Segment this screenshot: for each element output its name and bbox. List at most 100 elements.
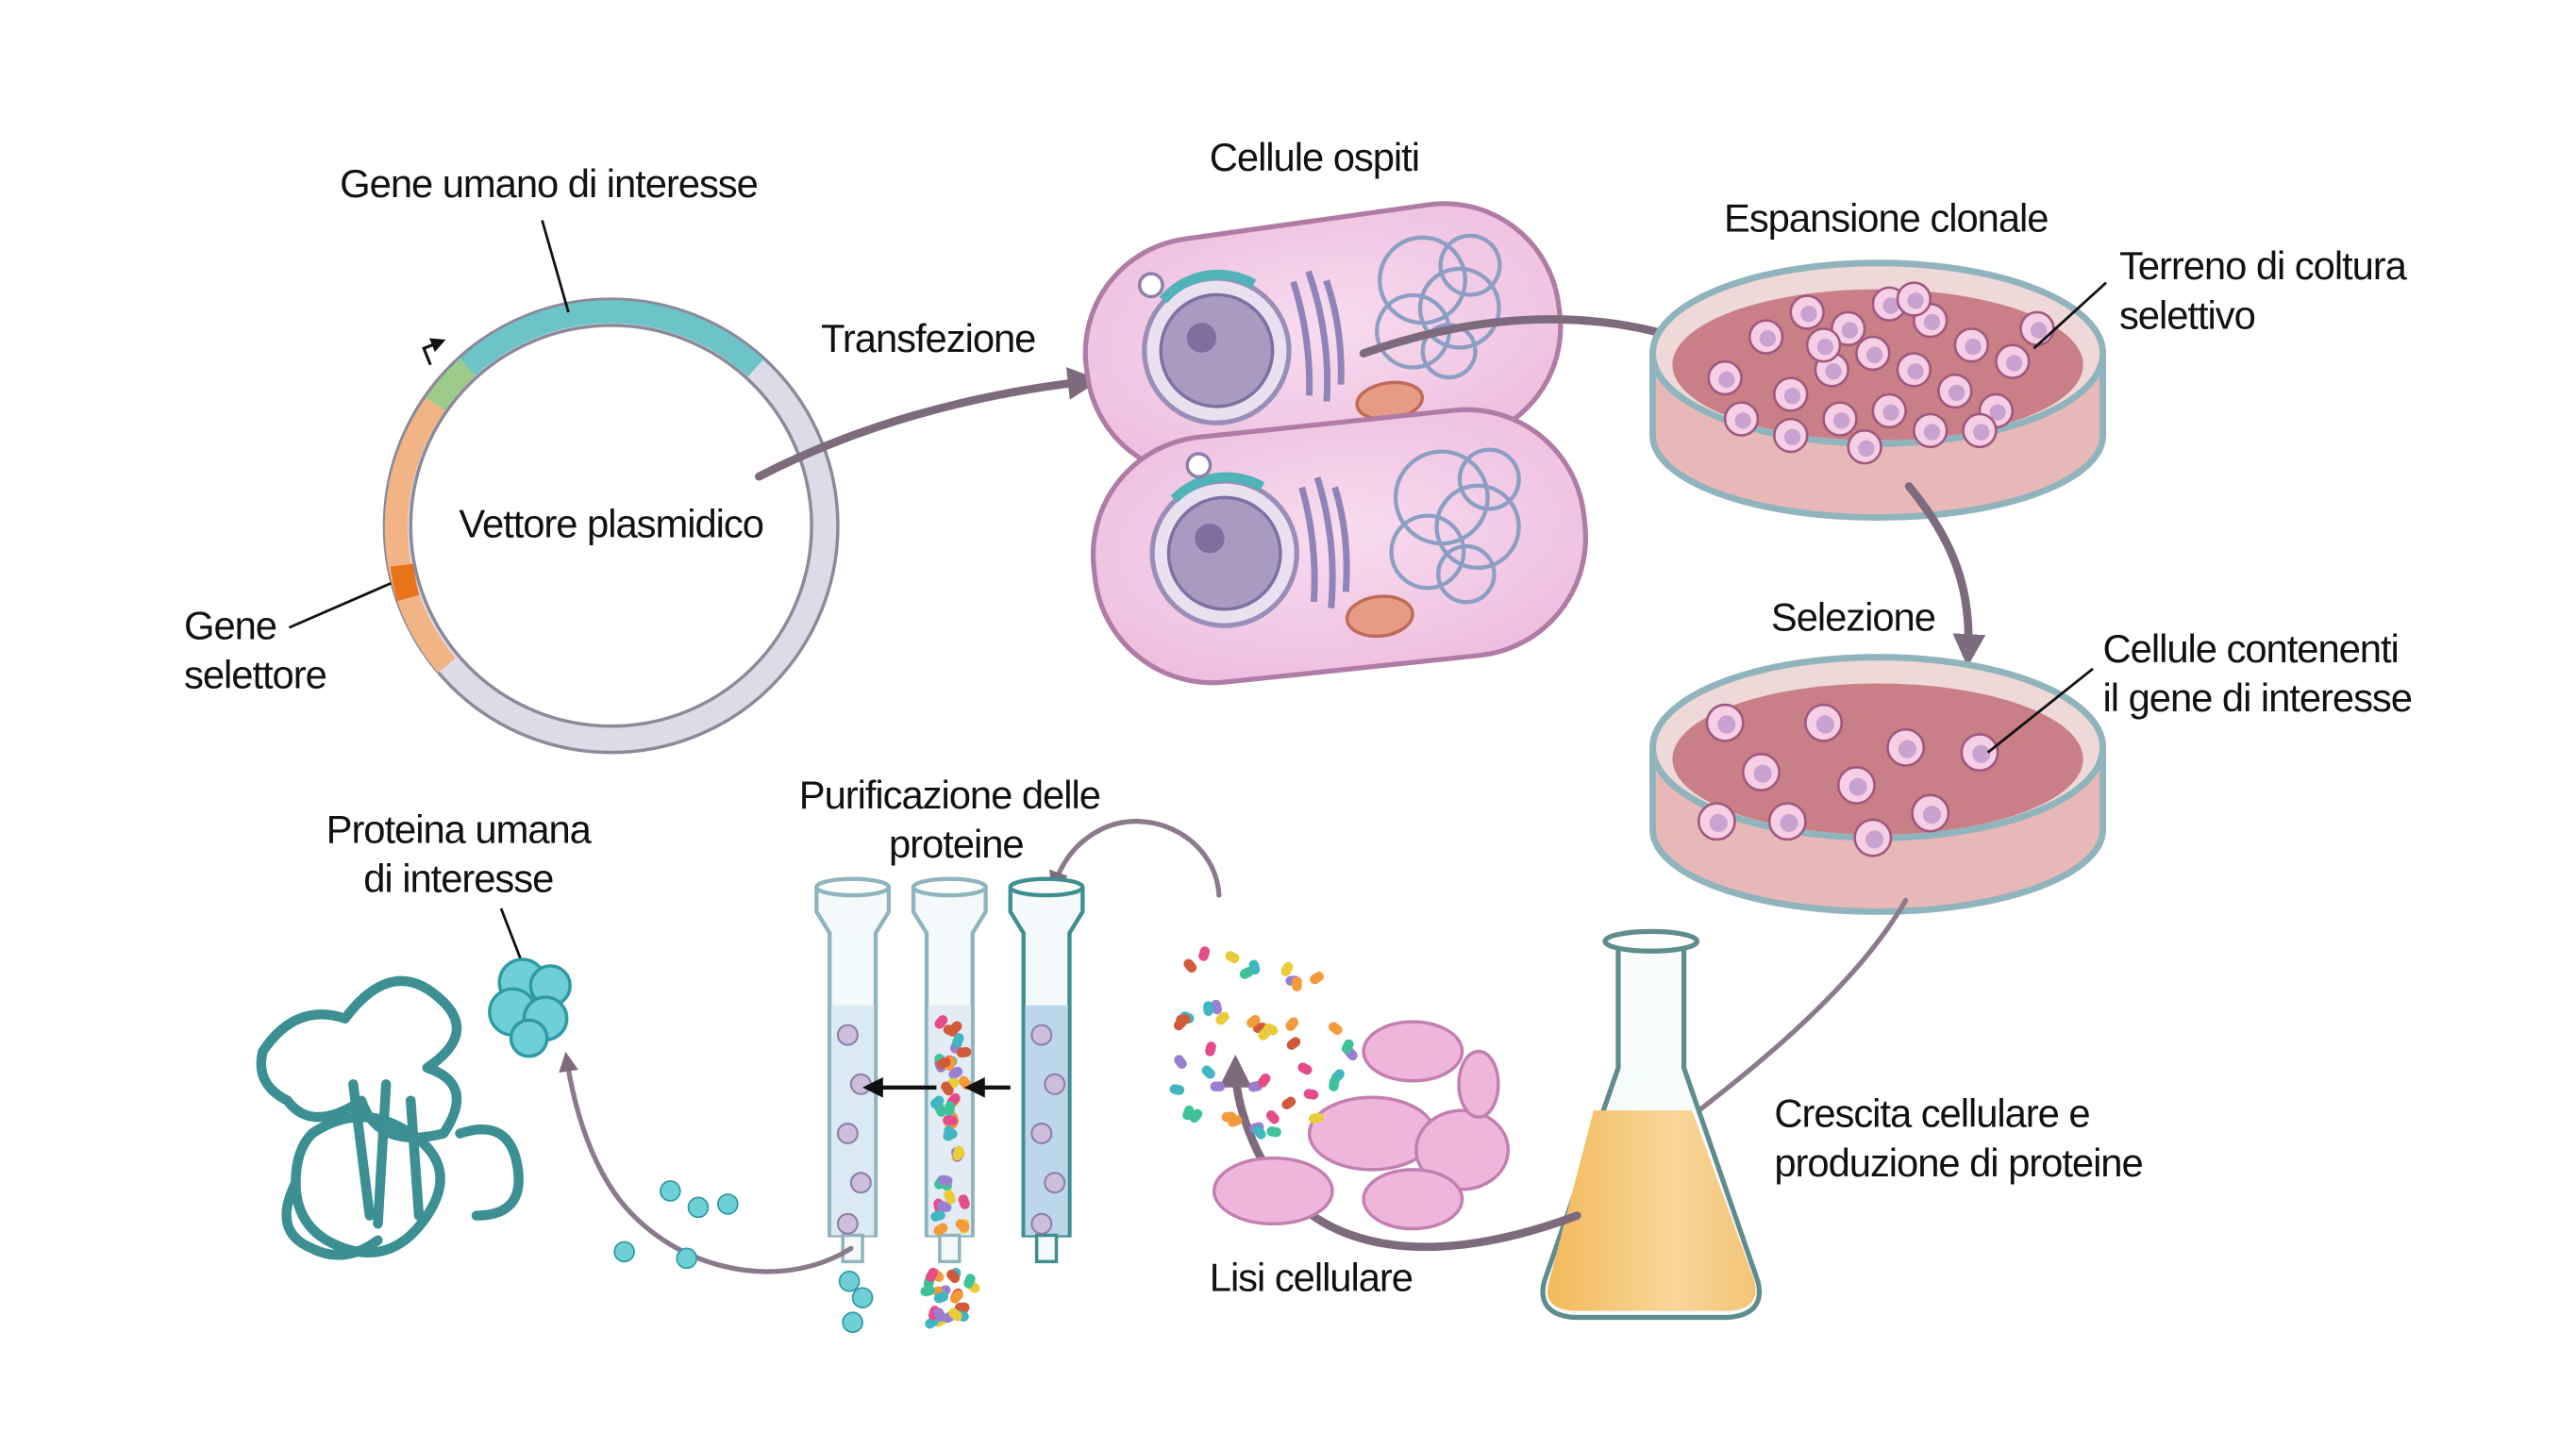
- culture-liquid: [1547, 1110, 1756, 1311]
- cell-colony: [1773, 417, 1809, 454]
- integrated-gene-marker: [1170, 472, 1265, 503]
- protein-fragment: [1341, 1039, 1354, 1054]
- protein-fragment: [933, 1291, 949, 1304]
- cell-colony: [1853, 818, 1893, 858]
- purified-protein-particles: [613, 1180, 874, 1334]
- growth-label-line2: produzione di proteine: [1774, 1141, 2142, 1185]
- protein-mixture: [1169, 946, 1358, 1140]
- resin-bead: [849, 1073, 872, 1095]
- cell-colony: [1913, 412, 1949, 449]
- plasmid-in-cell: [1137, 272, 1164, 299]
- folded-protein-icon: [488, 958, 572, 1058]
- cells-with-gene-leader: [1986, 667, 2094, 754]
- purification-label-line2: proteine: [889, 822, 1024, 866]
- resin-bead: [836, 1123, 859, 1145]
- protein-fragment: [1310, 972, 1324, 985]
- protein-ribbon-structure: [256, 975, 524, 1260]
- protein-fragment: [1252, 1125, 1266, 1140]
- protein-fragment: [1286, 1037, 1301, 1050]
- culture-flask: [1540, 928, 1763, 1321]
- protein-fragment: [930, 1095, 945, 1109]
- petri-dish-expansion: [1649, 259, 2107, 522]
- protein-fragment: [1285, 1017, 1299, 1031]
- protein-fragment: [958, 1194, 970, 1209]
- purified-protein: [716, 1193, 739, 1215]
- cell-colony: [1748, 319, 1784, 355]
- growth-label-line1: Crescita cellulare e: [1774, 1091, 2089, 1136]
- cell-colony: [1995, 343, 2031, 379]
- host-cells-label: Cellule ospiti: [1210, 135, 1419, 179]
- purification-label-line1: Purificazione delle: [799, 773, 1100, 817]
- protein-fragment: [1225, 951, 1240, 963]
- protein-fragment: [944, 1101, 955, 1116]
- cell-colony: [1953, 327, 1990, 363]
- cell-colony: [1741, 753, 1781, 791]
- protein-fragment: [920, 1285, 935, 1297]
- protein-fragment: [963, 1274, 976, 1289]
- protein-fragment: [936, 1201, 952, 1212]
- cell-colony: [1789, 294, 1825, 330]
- purified-protein: [660, 1180, 681, 1202]
- plasmid-vector-label: Vettore plasmidico: [459, 502, 762, 546]
- protein-fragment: [1205, 1041, 1216, 1057]
- protein-fragment: [946, 1269, 961, 1284]
- cell-colony: [1707, 359, 1743, 396]
- protein-fragment: [1303, 1089, 1319, 1100]
- protein-fragment: [1183, 958, 1197, 973]
- host-cell-top: [1082, 201, 1564, 479]
- protein-fragment: [954, 1302, 970, 1313]
- protein-label-line1: Proteina umana: [326, 807, 593, 851]
- cell-colony: [1830, 310, 1866, 347]
- cell-colony: [1805, 327, 1842, 363]
- integrated-gene-marker: [1159, 269, 1257, 304]
- protein-fragment: [1169, 1084, 1185, 1095]
- protein-fragment: [1309, 1112, 1324, 1124]
- protein-fragment: [1281, 1096, 1296, 1110]
- protein-fragment: [952, 1033, 964, 1048]
- resin-bead: [836, 1024, 859, 1046]
- resin-bead: [836, 1212, 859, 1235]
- cell-colony: [1804, 703, 1844, 742]
- cell-colony: [1855, 335, 1891, 372]
- resin-bead: [1030, 1212, 1053, 1235]
- protein-fragment: [1258, 1026, 1272, 1041]
- cell-colony: [1723, 401, 1760, 437]
- petri-dish-selection: [1649, 654, 2107, 915]
- transfection-arrow: [755, 367, 1101, 481]
- selective-medium: [1672, 683, 2083, 835]
- chromatography-column: [814, 876, 892, 1264]
- protein-fragment: [948, 1307, 962, 1322]
- purified-protein: [687, 1196, 710, 1219]
- cell-colony: [1773, 376, 1809, 412]
- purified-protein: [851, 1287, 874, 1308]
- plasmid-vector: Vettore plasmidico Gene umano di interes…: [184, 161, 840, 755]
- selection-label: Selezione: [1771, 595, 1935, 640]
- cell-colony: [1836, 765, 1876, 805]
- protein-fragment: [1211, 999, 1223, 1015]
- chromatography-columns: [814, 876, 1085, 1329]
- protein-fragment: [936, 1057, 951, 1070]
- mitochondrion: [1345, 594, 1414, 639]
- cell-colonies: [1707, 281, 2055, 465]
- selector-region-segment: [384, 397, 456, 674]
- protein-fragment: [926, 1267, 939, 1282]
- lysis-label: Lisi cellulare: [1210, 1256, 1413, 1300]
- chromatin-tangle: [1375, 233, 1502, 380]
- chromatin-tangle: [1389, 447, 1521, 605]
- gene-of-interest-label: Gene umano di interesse: [340, 161, 758, 206]
- cell-colony: [1886, 727, 1926, 767]
- selector-gene-leader: [288, 581, 392, 629]
- cell-colony: [1767, 802, 1807, 841]
- protein-fragment: [1265, 1110, 1280, 1124]
- resin-bead: [1030, 1123, 1053, 1145]
- selective-medium-leader: [2032, 281, 2107, 350]
- protein-fragment: [956, 1046, 972, 1058]
- host-cell-bottom: [1090, 407, 1589, 686]
- selector-gene-label-line2: selettore: [184, 653, 326, 697]
- golgi-er: [1290, 270, 1345, 402]
- protein-fragment: [941, 1081, 954, 1096]
- protein-fragment: [1257, 1073, 1271, 1088]
- gene-of-interest-leader: [541, 220, 570, 313]
- cell-colony: [1896, 281, 1932, 317]
